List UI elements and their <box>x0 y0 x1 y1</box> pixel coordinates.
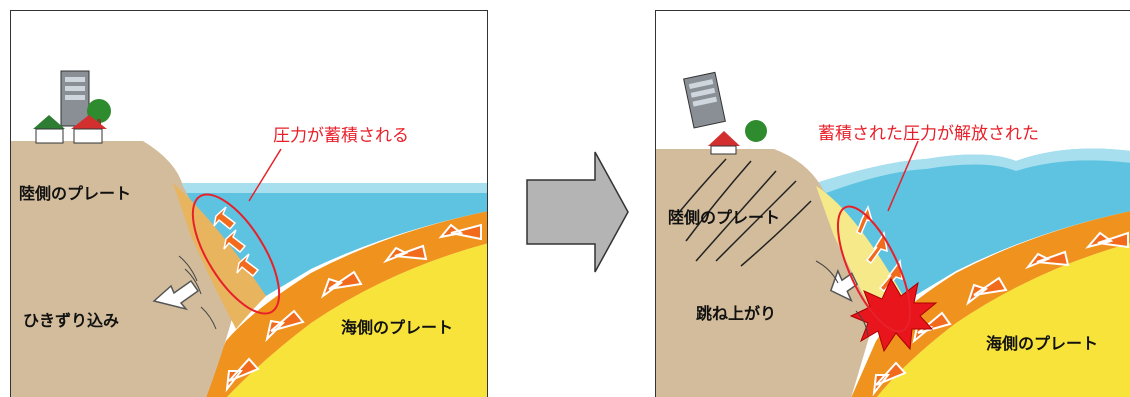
drag-label: ひきずり込み <box>23 311 119 330</box>
pressure-leader-line <box>248 148 282 202</box>
rebound-arrow <box>829 268 859 303</box>
ocean-plate <box>876 243 1130 397</box>
ocean-plate-label: 海側のプレート <box>341 318 453 337</box>
release-label: 蓄積された圧力が解放された <box>818 124 1039 144</box>
motion-lines <box>815 260 869 337</box>
sea-surface <box>816 148 1130 193</box>
houses-damaged <box>708 120 767 155</box>
crack-lines <box>675 158 812 267</box>
release-highlight <box>836 205 912 333</box>
panel-after: 蓄積された圧力が解放された 陸側のプレート 跳ね上がり 海側のプレート <box>655 10 1130 397</box>
land-plate-label: 陸側のプレート <box>668 208 780 227</box>
compression-arrows <box>213 206 260 278</box>
sea-surface <box>171 183 487 193</box>
pressure-label: 圧力が蓄積される <box>273 126 409 146</box>
slab-arrows <box>872 231 1129 397</box>
sea-tsunami <box>816 148 1130 301</box>
transition-arrow-icon <box>526 151 629 273</box>
land-plate-label: 陸側のプレート <box>19 184 131 203</box>
release-leader-line <box>887 140 919 212</box>
ocean-plate <box>226 243 487 397</box>
stressed-wedge <box>173 183 266 329</box>
buildings <box>33 70 111 144</box>
buildings-damaged <box>683 71 726 129</box>
diagram-before: 圧力が蓄積される 陸側のプレート ひきずり込み 海側のプレート <box>11 70 487 397</box>
slab-arrows <box>225 223 482 393</box>
release-arrows <box>856 204 903 293</box>
pressure-highlight <box>191 193 281 315</box>
diagram-after: 蓄積された圧力が解放された 陸側のプレート 跳ね上がり 海側のプレート <box>656 71 1130 397</box>
motion-lines <box>178 255 217 330</box>
rebound-label: 跳ね上がり <box>696 304 776 323</box>
rupture-burst-icon <box>849 277 938 353</box>
panel-before: 圧力が蓄積される 陸側のプレート ひきずり込み 海側のプレート <box>10 10 488 397</box>
drag-arrow <box>152 279 200 311</box>
ocean-plate-label: 海側のプレート <box>986 334 1098 353</box>
